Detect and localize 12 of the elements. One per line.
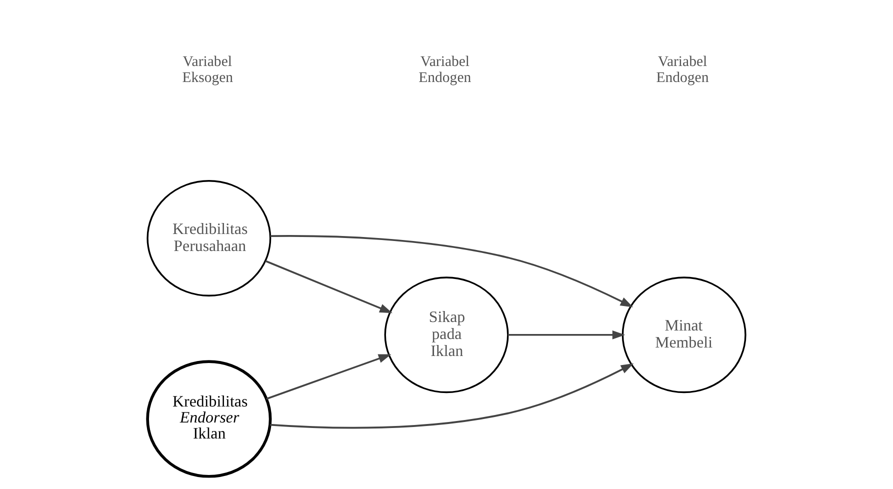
arrow (270, 363, 634, 429)
label: Variabel Eksogen (182, 54, 234, 86)
label: Variabel Endogen (418, 54, 472, 86)
node-circle: Kredibilitas Endorser Iklan (146, 360, 272, 478)
arrow (270, 235, 634, 308)
label: Variabel Endogen (656, 54, 709, 86)
arrow (508, 330, 626, 340)
arrow (265, 260, 392, 314)
node-circle: Kredibilitas Perusahaan (146, 180, 272, 296)
node-circle: Minat Membeli (622, 276, 746, 394)
node-circle: Sikap pada Iklan (384, 276, 509, 394)
arrow (266, 354, 392, 400)
